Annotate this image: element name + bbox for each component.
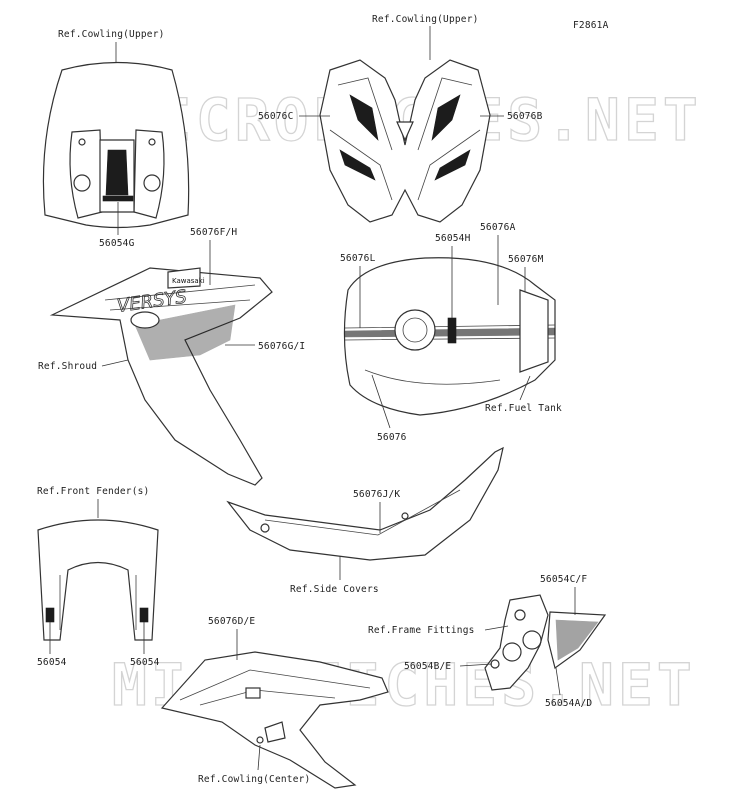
label-56076B: 56076B: [507, 111, 543, 122]
label-56076M: 56076M: [508, 254, 544, 265]
label-ref-frame-fittings: Ref.Frame Fittings: [368, 625, 475, 636]
label-56076FH: 56076F/H: [190, 227, 237, 238]
label-56054H: 56054H: [435, 233, 471, 244]
fuel-tank-part: [343, 257, 556, 416]
label-56054-right: 56054: [130, 657, 160, 668]
label-56076DE: 56076D/E: [208, 616, 255, 627]
label-ref-cowling-upper-right: Ref.Cowling(Upper): [372, 14, 479, 25]
label-ref-fuel-tank: Ref.Fuel Tank: [485, 403, 562, 414]
label-ref-cowling-center: Ref.Cowling(Center): [198, 774, 310, 785]
side-covers-part: [226, 446, 504, 561]
label-56076JK: 56076J/K: [353, 489, 400, 500]
label-56076: 56076: [377, 432, 407, 443]
label-56054G: 56054G: [99, 238, 135, 249]
label-ref-side-covers: Ref.Side Covers: [290, 584, 379, 595]
shroud-part: Kawasaki VERSYS: [49, 267, 273, 486]
center-cowling-part: [160, 651, 389, 789]
figure-id: F2861A: [573, 20, 609, 31]
label-56054AD: 56054A/D: [545, 698, 592, 709]
decal-brand: Kawasaki: [172, 277, 205, 285]
label-56076A: 56076A: [480, 222, 516, 233]
frame-fittings-part: [484, 594, 607, 691]
label-56076GI: 56076G/I: [258, 341, 305, 352]
upper-cowling-part: [319, 59, 491, 223]
front-fender-part: [37, 519, 159, 641]
windshield-part: [42, 61, 190, 229]
label-56054BE: 56054B/E: [404, 661, 451, 672]
label-56076C: 56076C: [258, 111, 294, 122]
label-ref-shroud: Ref.Shroud: [38, 361, 97, 372]
label-ref-cowling-upper-left: Ref.Cowling(Upper): [58, 29, 165, 40]
label-56054-left: 56054: [37, 657, 67, 668]
label-ref-front-fender: Ref.Front Fender(s): [37, 486, 149, 497]
label-56054CF: 56054C/F: [540, 574, 587, 585]
label-56076L: 56076L: [340, 253, 376, 264]
